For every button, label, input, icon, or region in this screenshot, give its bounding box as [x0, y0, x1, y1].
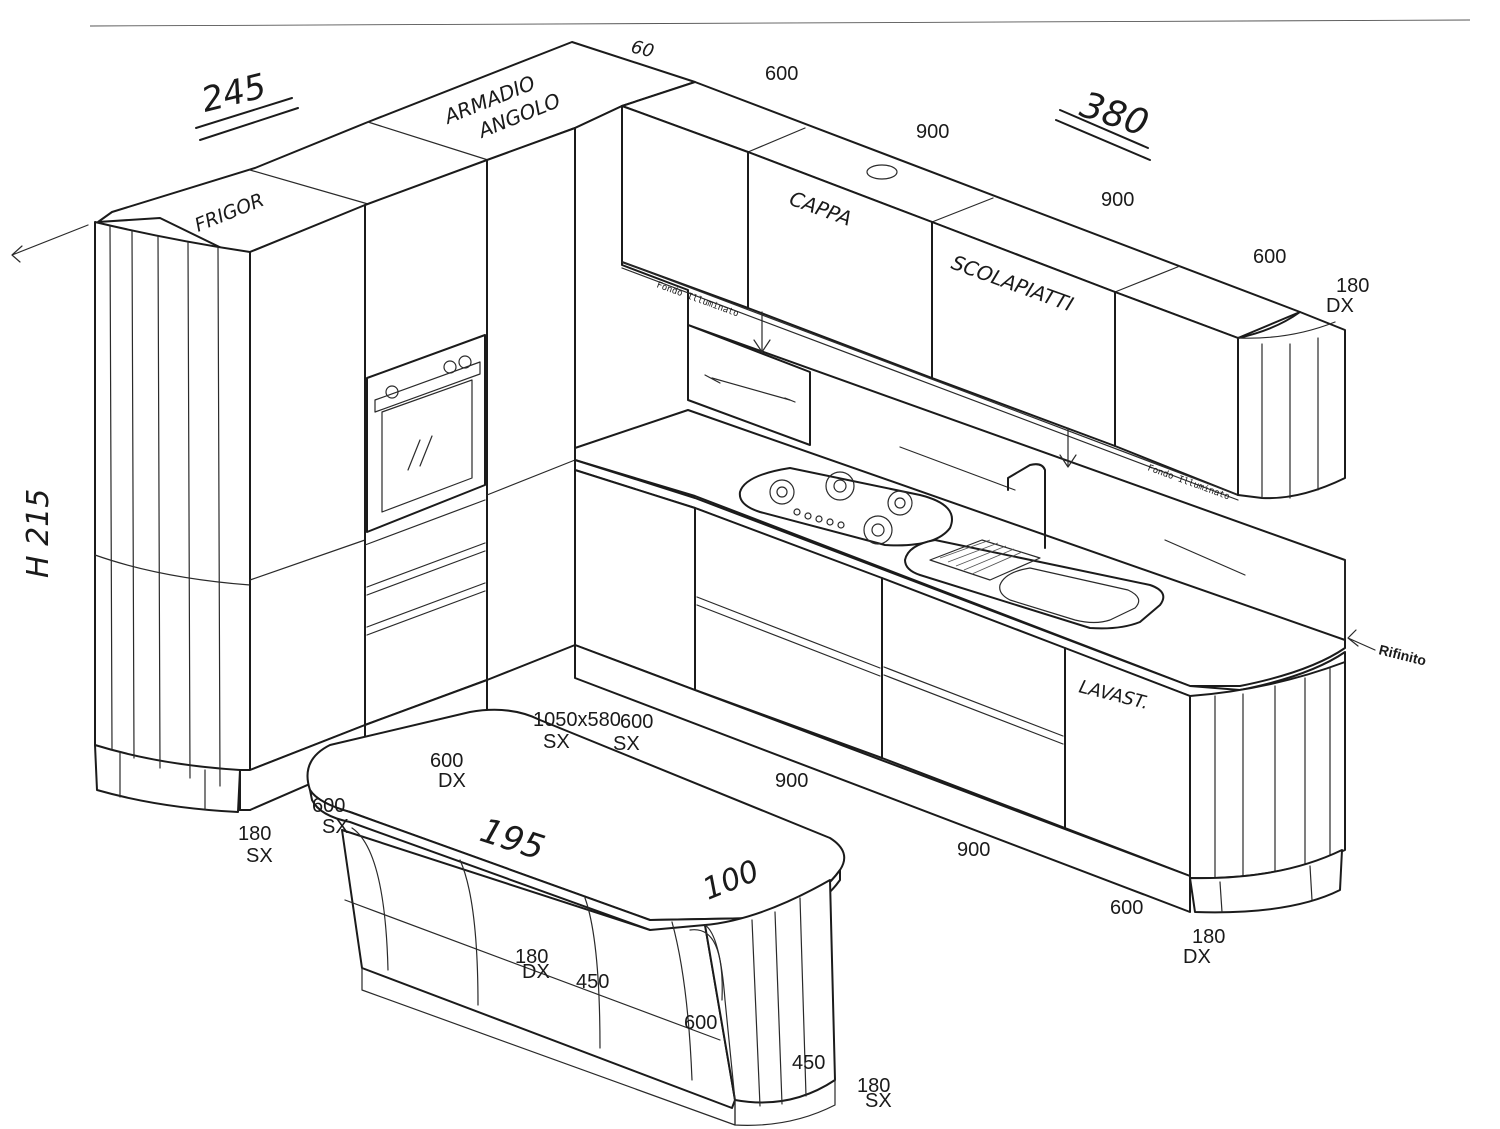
wall-end-size: 180 [1336, 275, 1369, 297]
finished-side-arrow-icon [1347, 629, 1376, 651]
width-left-label: 245 [198, 66, 271, 121]
burner-1-icon [769, 479, 795, 505]
page-header-rule [89, 19, 1471, 27]
island-end-curved [704, 879, 836, 1104]
tall-dim-2: 600 [312, 795, 345, 817]
wall-end-unit-curved [1237, 311, 1346, 500]
wall-units [621, 105, 1346, 501]
base-corner-600-side: SX [613, 733, 640, 755]
finished-side-note: Rifinito [1377, 641, 1428, 668]
base-unit-dimensions: 1050x580 SX 600 SX 900 900 600 180 DX Ri… [533, 641, 1428, 968]
island-left-end-side: DX [522, 961, 550, 983]
wall-dim-2: 900 [916, 121, 949, 143]
top-outline [97, 41, 1301, 339]
tall-dim-2-side: SX [322, 816, 349, 838]
light-arrow-right-icon [1059, 427, 1077, 468]
oven-tall-unit [364, 159, 488, 761]
tall-end-size: 180 [238, 823, 271, 845]
tall-dim-1: 600 [430, 750, 463, 772]
depth-top-label: 60 [629, 36, 656, 62]
fridge-tall-unit [239, 204, 366, 811]
light-arrow-left-icon [753, 311, 771, 353]
burner-3-icon [887, 490, 913, 516]
burner-4-icon [863, 515, 893, 545]
gas-hob [738, 467, 953, 547]
base-end-unit-curved [1189, 661, 1346, 880]
island-right-end-size: 180 [857, 1075, 890, 1097]
base-end-side: DX [1183, 946, 1211, 968]
direction-arrow-icon [11, 224, 89, 263]
wall-dim-1: 600 [765, 63, 798, 85]
base-corner-size: 1050x580 [533, 709, 621, 731]
height-label: H 215 [21, 489, 56, 578]
sink [904, 463, 1165, 630]
hood-duct-icon [866, 164, 898, 180]
kitchen-island [306, 708, 846, 1126]
tall-unit-dimensions: 600 DX 600 SX 180 SX [238, 750, 466, 867]
wall-dim-3: 900 [1101, 189, 1134, 211]
island-dimensions: 180 DX 450 600 450 180 SX [515, 946, 892, 1112]
burner-2-icon [825, 471, 855, 501]
base-dim-3: 600 [1110, 897, 1143, 919]
tall-end-side: SX [246, 845, 273, 867]
island-right-end-side: SX [865, 1090, 892, 1112]
island-dim-2: 600 [684, 1012, 717, 1034]
corner-tall-cabinet [486, 127, 576, 681]
base-units [574, 469, 1376, 914]
wall-end-side: DX [1326, 295, 1354, 317]
base-corner-side: SX [543, 731, 570, 753]
backsplash-panel [687, 324, 811, 446]
base-dim-2: 900 [957, 839, 990, 861]
island-left-end-size: 180 [515, 946, 548, 968]
width-right-label: 380 [1075, 85, 1153, 145]
tall-end-column [94, 221, 251, 813]
island-dim-3: 450 [792, 1052, 825, 1074]
base-end-size: 180 [1192, 926, 1225, 948]
island-dim-1: 450 [576, 971, 609, 993]
faucet-icon [1007, 463, 1046, 549]
base-corner-600: 600 [620, 711, 653, 733]
tall-dim-1-side: DX [438, 770, 466, 792]
wall-dim-4: 600 [1253, 246, 1286, 268]
base-dim-1: 900 [775, 770, 808, 792]
